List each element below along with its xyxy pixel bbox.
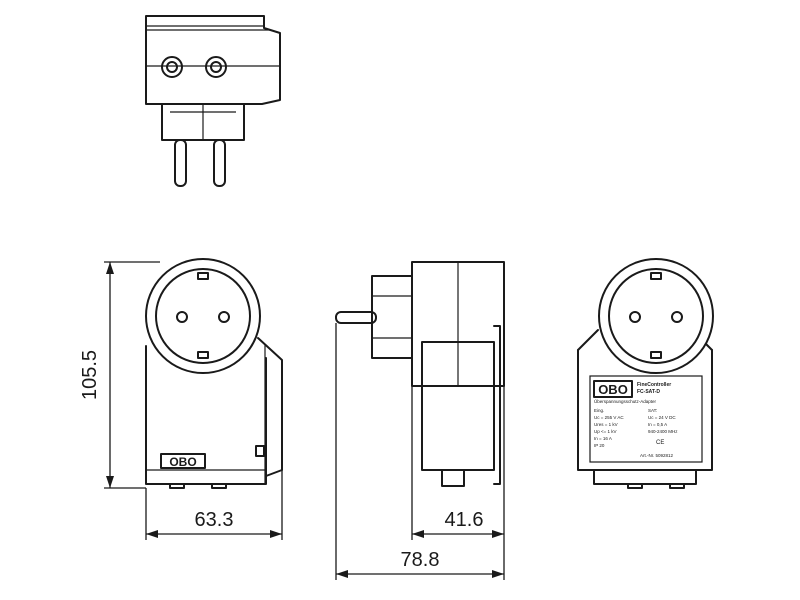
plug-pin-icon xyxy=(335,311,377,324)
coax-connector-icon xyxy=(205,56,227,78)
svg-text:Up <= 1 kV: Up <= 1 kV xyxy=(594,429,617,434)
type-label: OBO FineController FC-SAT-D Überspannung… xyxy=(589,375,703,463)
svg-text:Überspannungsschutz-Adapter: Überspannungsschutz-Adapter xyxy=(594,398,657,404)
svg-text:SAT:: SAT: xyxy=(648,408,657,413)
dim-side-depth-label: 41.6 xyxy=(445,509,484,531)
svg-text:In = 0,5 A: In = 0,5 A xyxy=(648,422,667,427)
svg-text:CE: CE xyxy=(656,440,664,446)
svg-text:Uc = 255 V AC: Uc = 255 V AC xyxy=(594,415,624,420)
back-view: OBO FineController FC-SAT-D Überspannung… xyxy=(577,258,714,489)
svg-text:In = 16 A: In = 16 A xyxy=(594,436,612,441)
svg-text:940-2400 MHz: 940-2400 MHz xyxy=(648,429,678,434)
dimension-side-depth: 41.6 xyxy=(411,386,505,580)
coax-connector-icon xyxy=(161,56,183,78)
dimension-total-depth: 78.8 xyxy=(335,323,504,580)
side-view xyxy=(335,261,505,487)
dim-front-width-label: 63.3 xyxy=(195,509,234,531)
brand-logo: OBO xyxy=(598,382,628,397)
dimension-height: 105.5 xyxy=(79,261,160,489)
plug-pin-icon xyxy=(174,139,187,187)
svg-text:Eing.: Eing. xyxy=(594,408,604,413)
svg-text:Ures = 1 kV: Ures = 1 kV xyxy=(594,422,618,427)
dim-height-label: 105.5 xyxy=(79,350,101,400)
plug-pin-icon xyxy=(213,139,226,187)
socket-icon xyxy=(176,272,230,359)
svg-text:IP 20: IP 20 xyxy=(594,443,605,448)
dimension-front-width: 63.3 xyxy=(145,470,283,540)
dim-total-depth-label: 78.8 xyxy=(401,549,440,571)
socket-icon xyxy=(629,272,683,359)
svg-text:FC-SAT-D: FC-SAT-D xyxy=(637,389,660,395)
svg-text:FineController: FineController xyxy=(637,382,671,388)
top-view xyxy=(145,15,281,187)
brand-logo: OBO xyxy=(169,455,196,469)
svg-text:Art.-Nr. 5092812: Art.-Nr. 5092812 xyxy=(640,453,674,458)
front-view: OBO xyxy=(145,258,283,489)
svg-text:Uc = 24 V DC: Uc = 24 V DC xyxy=(648,415,676,420)
